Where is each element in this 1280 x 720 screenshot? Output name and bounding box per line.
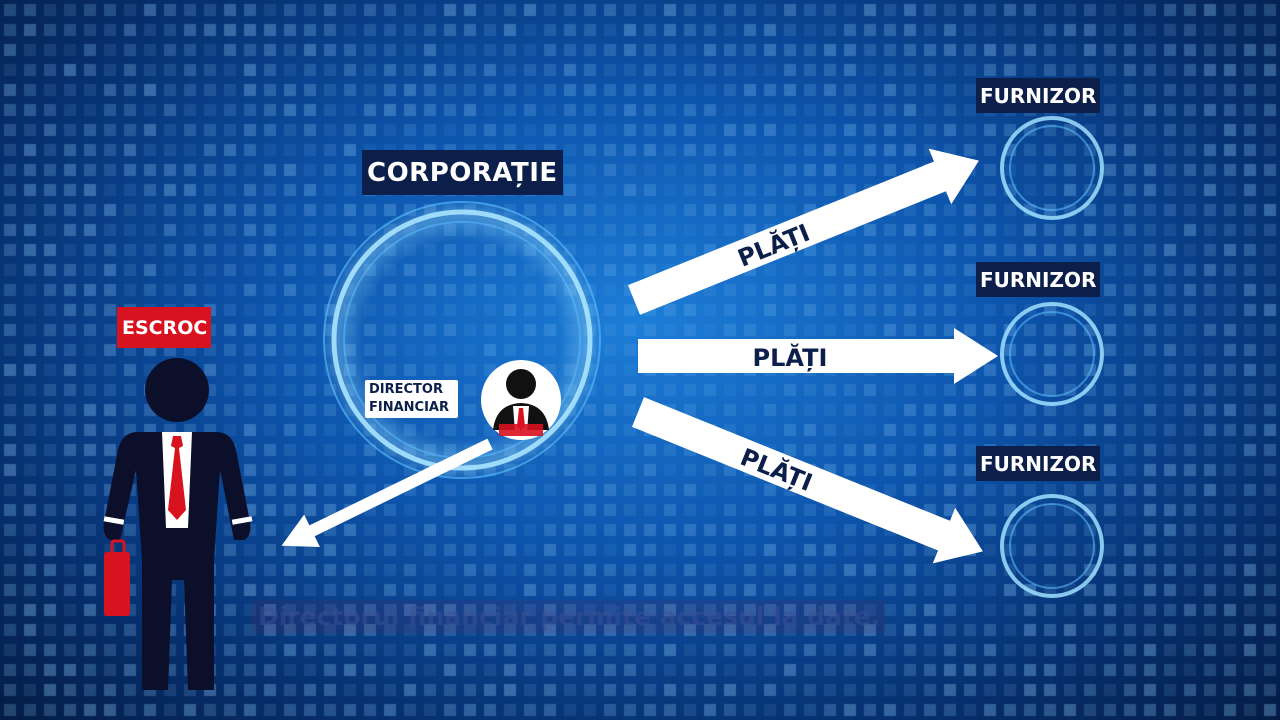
corporation-title: CORPORAȚIE: [362, 150, 563, 195]
supplier-label-3: FURNIZOR: [976, 446, 1101, 481]
leak-arrow: [281, 438, 493, 547]
payment-label-3: PLĂȚI: [736, 441, 817, 497]
payment-label-2: PLĂȚI: [753, 342, 828, 372]
payment-arrow-3: PLĂȚI: [632, 397, 983, 564]
director-label-line2: FINANCIAR: [369, 400, 449, 415]
director-avatar: [481, 360, 561, 440]
supplier-ring-3: [1000, 494, 1104, 598]
director-label-line1: DIRECTOR: [369, 382, 443, 397]
supplier-ring-1: [1000, 116, 1104, 220]
fraudster-label: ESCROC: [117, 307, 212, 348]
caption: Directorul financiar permite accesul la …: [252, 600, 887, 633]
fraudster-figure: [103, 358, 253, 690]
briefcase-icon: [104, 539, 130, 616]
payment-label-1: PLĂȚI: [733, 217, 814, 273]
director-label: DIRECTOR FINANCIAR: [365, 380, 458, 418]
supplier-label-2: FURNIZOR: [976, 262, 1101, 297]
supplier-label-1: FURNIZOR: [976, 78, 1101, 113]
corporation-ring: [322, 200, 602, 480]
payment-arrow-1: PLĂȚI: [628, 148, 979, 315]
supplier-ring-2: [1000, 302, 1104, 406]
payment-arrow-2: PLĂȚI: [638, 328, 998, 384]
